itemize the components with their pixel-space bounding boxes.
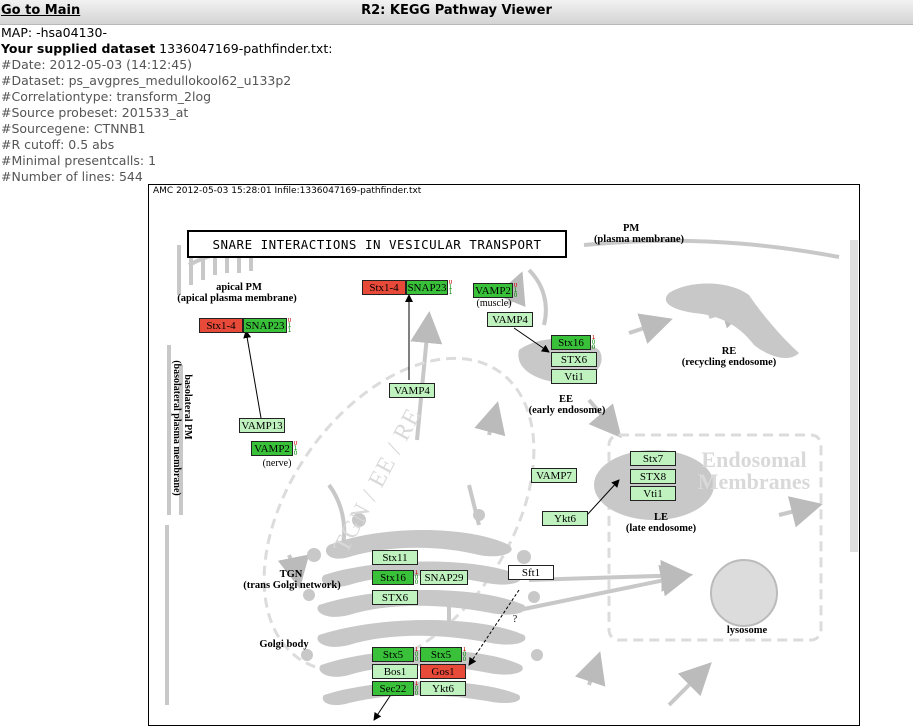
label-tgn-sub: (trans Golgi network)	[243, 580, 341, 591]
label-golgi: Golgi body	[259, 639, 309, 650]
meta-date: #Date: 2012-05-03 (14:12:45)	[1, 57, 193, 72]
label-ee: EE	[558, 394, 573, 405]
label-ee-sub: (early endosome)	[528, 405, 606, 416]
label-le-sub: (late endosome)	[625, 523, 697, 534]
gene-vamp7[interactable]: VAMP7	[531, 468, 577, 483]
go-to-main-link[interactable]: Go to Main	[1, 3, 81, 18]
label-basolateral-sub: (basolateral plasma membrane)	[171, 360, 182, 496]
gene-vamp13[interactable]: VAMP13	[239, 418, 285, 433]
gene-stx16[interactable]: Stx16	[372, 570, 414, 585]
dataset-line: Your supplied dataset 1336047169-pathfin…	[1, 41, 333, 56]
map-caption: AMC 2012-05-03 15:28:01 Infile:133604716…	[153, 186, 422, 196]
gene-vamp4[interactable]: VAMP4	[389, 383, 435, 398]
gene-stx16[interactable]: Stx16	[551, 335, 591, 350]
meta-presentcalls: #Minimal presentcalls: 1	[1, 153, 157, 168]
label-le: LE	[653, 512, 668, 523]
dataset-info: MAP: -hsa04130- Your supplied dataset 13…	[1, 25, 332, 185]
gene-ykt6[interactable]: Ykt6	[420, 681, 466, 696]
map-id: -hsa04130-	[36, 25, 107, 40]
meta-sourcegene: #Sourcegene: CTNNB1	[1, 121, 146, 136]
gene-sft1[interactable]: Sft1	[508, 565, 554, 580]
gene-stx11[interactable]: Stx11	[372, 550, 418, 565]
label-tgn: TGN	[279, 569, 303, 580]
dataset-file: 1336047169-pathfinder.txt:	[159, 41, 333, 56]
kegg-pathway-map: AMC 2012-05-03 15:28:01 Infile:133604716…	[148, 184, 860, 726]
meta-dataset: #Dataset: ps_avgpres_medullokool62_u133p…	[1, 73, 292, 88]
label-lysosome: lysosome	[726, 625, 768, 636]
gene-stx6[interactable]: STX6	[551, 352, 597, 367]
label-apical: apical PM	[216, 282, 262, 293]
label-question: ?	[512, 614, 518, 625]
label-apical-sub: (apical plasma membrane)	[177, 293, 297, 304]
meta-number-of-lines: #Number of lines: 544	[1, 169, 143, 184]
gene-snap23[interactable]: SNAP23	[243, 318, 287, 333]
gene-sec22[interactable]: Sec22	[372, 681, 414, 696]
gene-stx5[interactable]: Stx5	[420, 647, 462, 662]
label-pm-sub: (plasma membrane)	[593, 234, 685, 245]
map-scrollbar[interactable]	[850, 240, 858, 552]
meta-correlationtype: #Correlationtype: transform_2log	[1, 89, 212, 104]
watermark-endosomal: Endosomal	[701, 447, 807, 472]
gene-snap29[interactable]: SNAP29	[420, 570, 468, 585]
gene-stx5[interactable]: Stx5	[372, 647, 414, 662]
label-nerve: (nerve)	[262, 458, 292, 469]
map-line: MAP: -hsa04130-	[1, 25, 107, 40]
page-title: R2: KEGG Pathway Viewer	[361, 3, 552, 18]
label-pm: PM	[623, 223, 640, 234]
gene-stx6[interactable]: STX6	[372, 590, 418, 605]
gene-snap23[interactable]: SNAP23	[406, 280, 448, 295]
gene-ykt6[interactable]: Ykt6	[542, 511, 588, 526]
top-bar: Go to Main R2: KEGG Pathway Viewer	[0, 0, 913, 25]
label-re-sub: (recycling endosome)	[681, 357, 777, 368]
label-basolateral: basolateral PM	[182, 374, 193, 440]
label-re: RE	[721, 346, 737, 357]
meta-source-probeset: #Source probeset: 201533_at	[1, 105, 189, 120]
gene-gos1[interactable]: Gos1	[420, 664, 466, 679]
gene-vamp2[interactable]: VAMP2	[473, 283, 513, 298]
gene-stx1-4[interactable]: Stx1-4	[199, 318, 243, 333]
gene-vti1[interactable]: Vti1	[551, 369, 597, 384]
gene-vamp2[interactable]: VAMP2	[251, 441, 293, 456]
map-title: SNARE INTERACTIONS IN VESICULAR TRANSPOR…	[187, 230, 567, 258]
label-muscle: (muscle)	[476, 298, 512, 309]
meta-r-cutoff: #R cutoff: 0.5 abs	[1, 137, 115, 152]
gene-stx1-4[interactable]: Stx1-4	[362, 280, 406, 295]
gene-vamp4[interactable]: VAMP4	[487, 312, 533, 327]
gene-stx7[interactable]: Stx7	[630, 451, 676, 466]
gene-vti1[interactable]: Vti1	[630, 486, 676, 501]
gene-stx8[interactable]: STX8	[630, 469, 676, 484]
gene-bos1[interactable]: Bos1	[372, 664, 418, 679]
watermark-membranes: Membranes	[697, 469, 811, 494]
